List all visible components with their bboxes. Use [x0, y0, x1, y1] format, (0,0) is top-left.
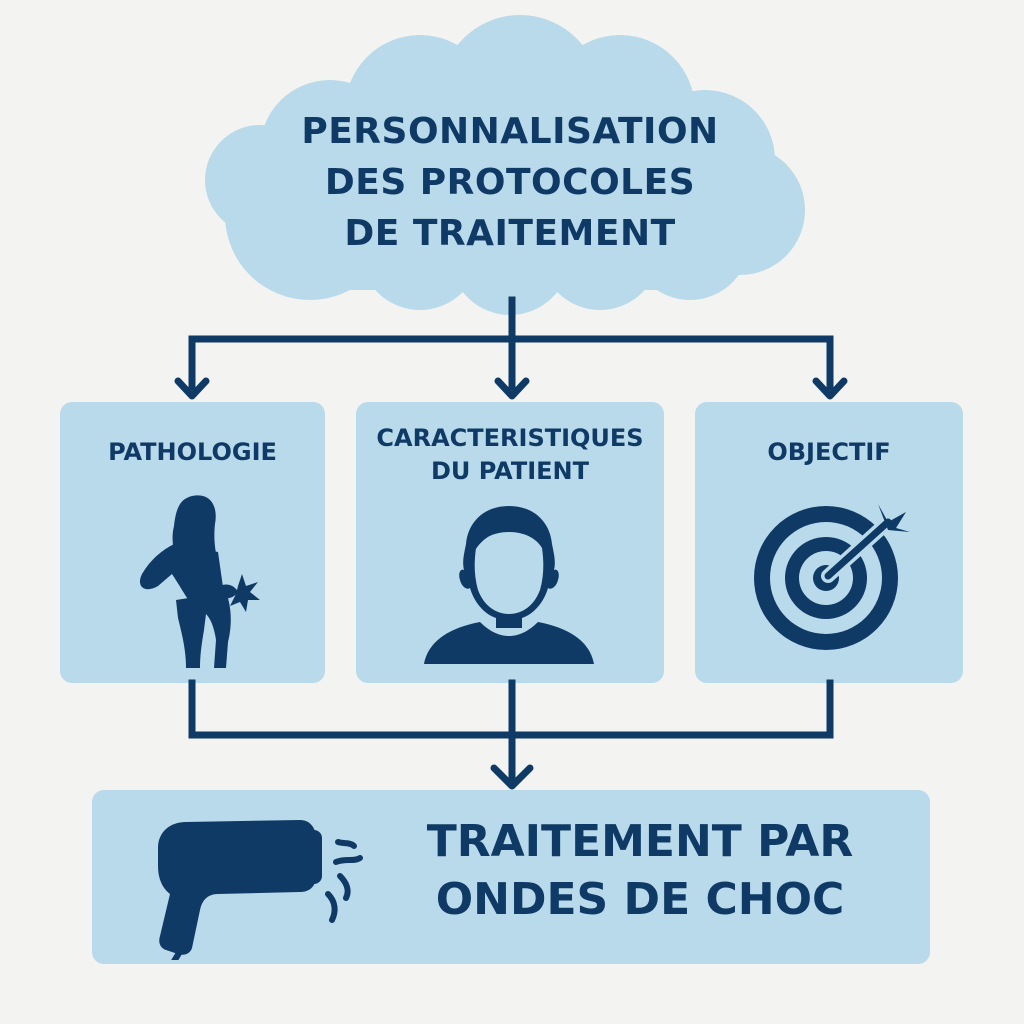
factor-title-objectif: OBJECTIF [695, 436, 963, 469]
diagram-title-line: DE TRAITEMENT [344, 213, 676, 254]
result-box [92, 790, 930, 964]
factor-title-line: CARACTERISTIQUES [376, 424, 644, 452]
factor-title-line: DU PATIENT [430, 457, 589, 485]
pain-silhouette-icon [139, 495, 260, 668]
factor-box-patient: CARACTERISTIQUES DU PATIENT [356, 402, 664, 683]
diagram-title-line: PERSONNALISATION [301, 111, 719, 152]
factor-title-line: PATHOLOGIE [108, 438, 277, 466]
patient-avatar-icon [424, 506, 594, 664]
factor-box-objectif: OBJECTIF [695, 402, 963, 683]
factor-title-line: OBJECTIF [767, 438, 891, 466]
factor-box-pathologie: PATHOLOGIE [60, 402, 325, 683]
factor-title-patient: CARACTERISTIQUES DU PATIENT [356, 422, 664, 488]
target-arrow-icon [754, 504, 910, 650]
result-title: TRAITEMENT PAR ONDES DE CHOC [410, 813, 870, 929]
diagram-title-line: DES PROTOCOLES [324, 162, 696, 203]
result-title-line: TRAITEMENT PAR [426, 816, 854, 867]
factor-title-pathologie: PATHOLOGIE [60, 436, 325, 469]
result-title-line: ONDES DE CHOC [435, 874, 845, 925]
diagram-title: PERSONNALISATION DES PROTOCOLES DE TRAIT… [250, 106, 770, 259]
shockwave-device-icon [158, 820, 363, 960]
